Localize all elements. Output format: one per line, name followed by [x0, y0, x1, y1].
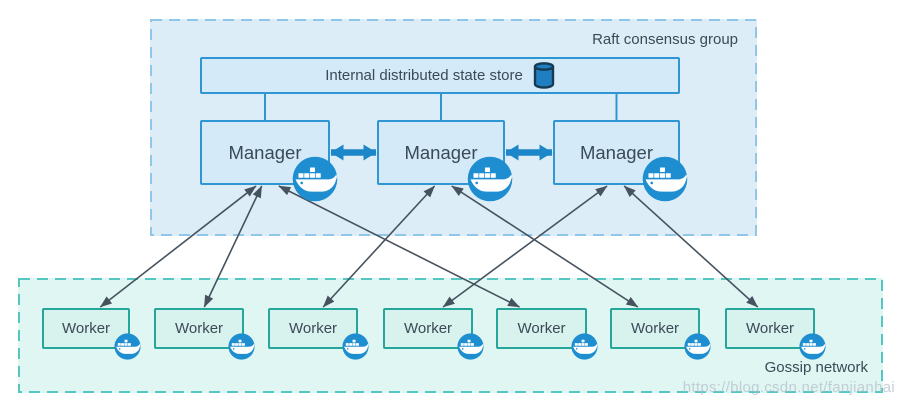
docker-whale-icon: [228, 333, 255, 360]
raft-group-label: Raft consensus group: [592, 31, 738, 48]
state-store-label: Internal distributed state store: [325, 67, 523, 84]
docker-whale-icon: [642, 156, 688, 202]
worker-node: Worker: [496, 308, 598, 360]
worker-node: Worker: [42, 308, 141, 360]
worker-node: Worker: [383, 308, 484, 360]
docker-whale-icon: [292, 156, 338, 202]
worker-node: Worker: [725, 308, 826, 360]
docker-whale-icon: [799, 333, 826, 360]
docker-whale-icon: [571, 333, 598, 360]
worker-label: Worker: [403, 320, 453, 337]
worker-label: Worker: [61, 320, 111, 337]
worker-node: Worker: [154, 308, 255, 360]
docker-whale-icon: [684, 333, 711, 360]
database-cylinder-icon: [533, 62, 555, 89]
docker-whale-icon: [457, 333, 484, 360]
state-store-box: Internal distributed state store: [200, 57, 680, 94]
gossip-network-label: Gossip network: [764, 359, 868, 376]
manager-node: Manager: [377, 120, 513, 202]
worker-node: Worker: [268, 308, 369, 360]
manager-node: Manager: [200, 120, 338, 202]
docker-whale-icon: [114, 333, 141, 360]
worker-label: Worker: [745, 320, 795, 337]
worker-label: Worker: [517, 320, 566, 337]
worker-node: Worker: [610, 308, 711, 360]
manager-label: Manager: [228, 141, 302, 163]
worker-label: Worker: [288, 320, 338, 337]
docker-whale-icon: [467, 156, 513, 202]
docker-whale-icon: [342, 333, 369, 360]
watermark-url: https://blog.csdn.net/fanjianhai: [682, 379, 895, 396]
worker-label: Worker: [630, 320, 680, 337]
worker-label: Worker: [174, 320, 224, 337]
manager-node: Manager: [553, 120, 688, 202]
